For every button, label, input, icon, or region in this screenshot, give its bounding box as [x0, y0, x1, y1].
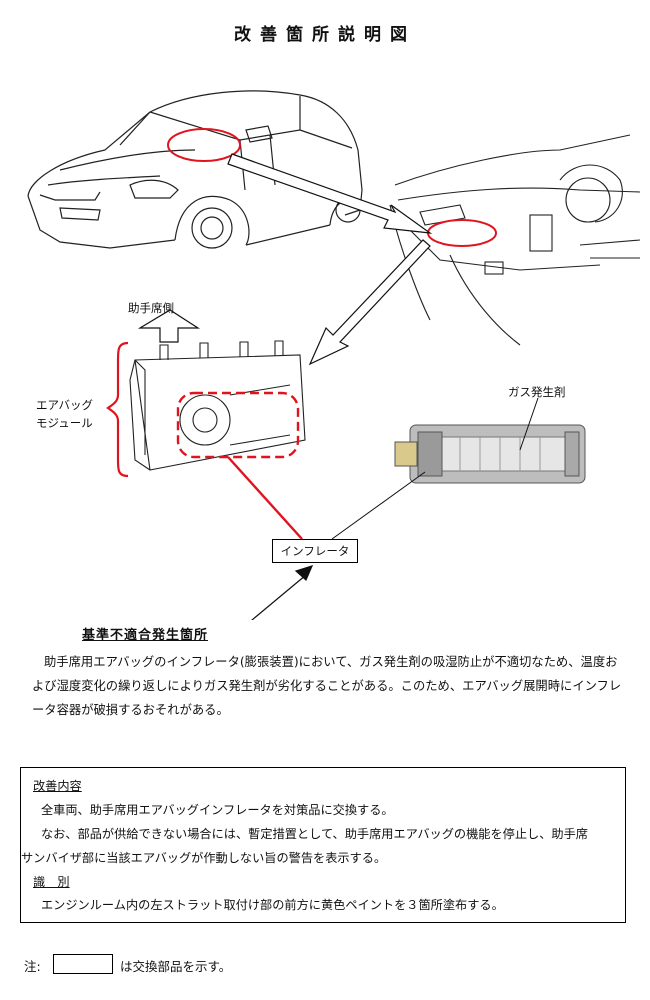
illustration — [27, 90, 641, 620]
defect-description: 助手席用エアバッグのインフレータ(膨張装置)において、ガス発生剤の吸湿防止が不適… — [32, 650, 622, 722]
improvement-line-3: サンバイザ部に当該エアバッグが作動しない旨の警告を表示する。 — [21, 851, 387, 865]
improvement-heading: 改善内容 — [33, 779, 82, 793]
note-text: は交換部品を示す。 — [120, 959, 232, 974]
inflator-drawing — [394, 424, 586, 484]
note-legend-box — [53, 954, 113, 974]
black-arrows — [137, 153, 433, 620]
note-prefix: 注: — [24, 959, 41, 974]
airbag-module-label: エアバッグ モジュール — [36, 398, 94, 430]
gas-generant-label: ガス発生剤 — [508, 385, 566, 399]
improvement-line-1: 全車両、助手席用エアバッグインフレータを対策品に交換する。 — [41, 803, 394, 817]
identification-heading: 識 別 — [33, 875, 70, 889]
car-drawing — [27, 90, 363, 249]
inflator-label-box: インフレータ — [272, 539, 358, 563]
improvement-line-4: エンジンルーム内の左ストラット取付け部の前方に黄色ペイントを３箇所塗布する。 — [41, 898, 504, 912]
dashboard-drawing — [389, 134, 641, 346]
defect-text: 助手席用エアバッグのインフレータ(膨張装置)において、ガス発生剤の吸湿防止が不適… — [32, 655, 622, 717]
passenger-side-label: 助手席側 — [128, 301, 174, 315]
improvement-box: 改善内容 全車両、助手席用エアバッグインフレータを対策品に交換する。 なお、部品… — [20, 767, 626, 923]
improvement-line-2: なお、部品が供給できない場合には、暫定措置として、助手席用エアバッグの機能を停止… — [41, 827, 588, 841]
airbag-module-drawing — [129, 340, 306, 471]
page-title: 改善箇所説明図 — [234, 25, 416, 45]
defect-heading: 基準不適合発生箇所 — [82, 628, 209, 643]
